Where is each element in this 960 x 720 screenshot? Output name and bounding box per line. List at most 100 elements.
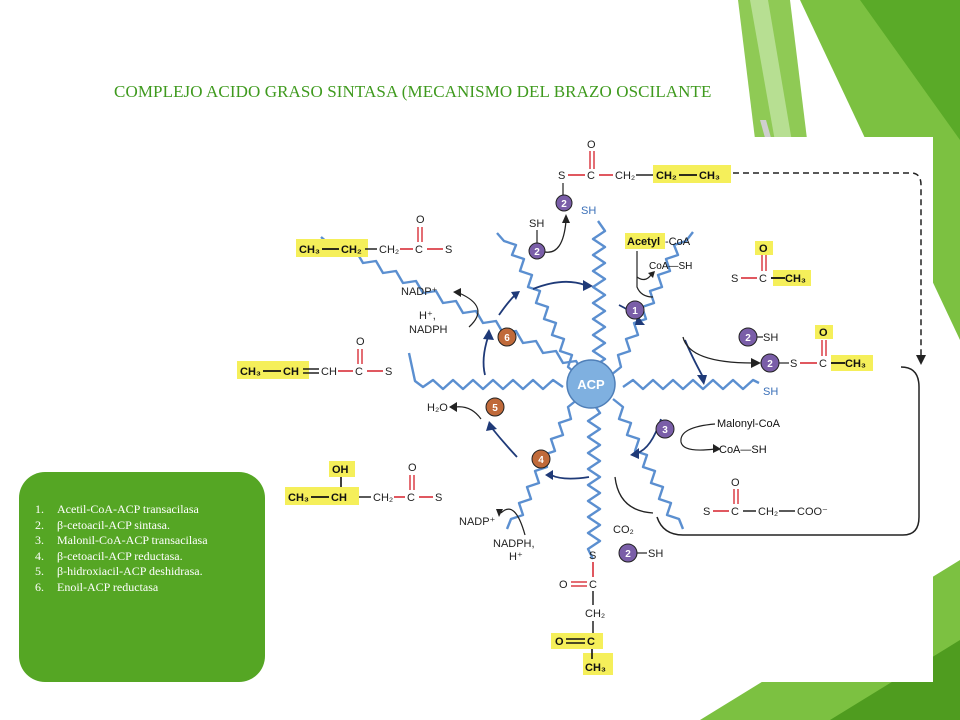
ketoacyl-c2-hl xyxy=(551,633,603,649)
transfer-arrow-up xyxy=(544,220,567,253)
acetyl-coa-sh: CoA—SH xyxy=(649,261,692,272)
malonyl-acp-coo: COO⁻ xyxy=(797,506,828,518)
acetyl-acp-s: S xyxy=(731,273,738,285)
enzyme-legend-list: 1.Acetil-CoA-ACP transacilasa 2. β-cetoac… xyxy=(35,502,259,595)
enoyl-red-arrow xyxy=(458,292,479,328)
butyryl-c: C xyxy=(415,244,423,256)
ketoacyl-o1: O xyxy=(559,579,568,591)
condensation-arrow xyxy=(614,476,654,514)
fatty-acid-synthase-diagram: ACP SH S C O CH₂ CH₂ CH₃ 2 SH 2 xyxy=(233,137,933,682)
legend-text: Acetil-CoA-ACP transacilasa xyxy=(57,502,199,516)
cycle-head-8 xyxy=(511,291,520,300)
malonyl-acp-s: S xyxy=(703,506,710,518)
legend-text: Enoil-ACP reductasa xyxy=(57,579,159,594)
acetyl-coa-release xyxy=(636,274,652,281)
reduction-arrow xyxy=(500,508,526,536)
butyryl-ch2a: CH₂ xyxy=(341,244,362,256)
enoyl-red-nadp: NADP⁺ xyxy=(401,286,438,298)
enoyl-ch: CH xyxy=(283,366,299,378)
legend-item: 1.Acetil-CoA-ACP transacilasa xyxy=(35,502,259,518)
cycle-head-6 xyxy=(486,421,497,431)
cycle-arrows xyxy=(482,280,704,480)
arm-bottom xyxy=(586,402,602,560)
enzyme-2-top xyxy=(555,194,573,212)
condensation-sh: SH xyxy=(648,548,663,560)
legend-text: β-cetoacil-ACP sintasa. xyxy=(57,517,170,532)
arm-top xyxy=(591,220,607,378)
enzyme-2-top-num: 2 xyxy=(561,199,567,210)
enoyl-ch-eq: CH xyxy=(321,366,337,378)
legend-num: 4. xyxy=(35,548,44,563)
cycle-head-3 xyxy=(697,375,707,385)
ketoacyl-ch3-hl xyxy=(583,653,613,675)
top-sh-label: SH xyxy=(581,205,596,217)
step-3-num: 3 xyxy=(662,425,668,436)
step-1-num: 1 xyxy=(632,306,638,317)
reduction-nadph: NADPH, xyxy=(493,538,535,550)
hydroxy-ch3: CH₃ xyxy=(288,492,309,504)
top-ch2: CH₂ xyxy=(615,170,635,182)
top-ch3-hl: CH₃ xyxy=(699,170,720,182)
transfer-arrowhead xyxy=(751,358,761,368)
hydroxy-ch2: CH₂ xyxy=(373,492,393,504)
arm-left xyxy=(407,352,564,391)
enzyme-2-right-a-num: 2 xyxy=(745,333,751,344)
dehydration-h2o: H₂O xyxy=(427,402,448,414)
cycle-arrow-bottom xyxy=(550,474,590,480)
enzyme-2-left-num: 2 xyxy=(534,247,540,258)
acp-arms xyxy=(320,220,760,560)
acetyl-label: Acetyl xyxy=(627,236,660,248)
transfer-c: C xyxy=(819,358,827,370)
enzyme2-sh-label: SH xyxy=(529,218,544,230)
legend-num: 2. xyxy=(35,517,44,532)
reduction-nadp: NADP⁺ xyxy=(459,516,496,528)
legend-num: 3. xyxy=(35,533,44,547)
top-o: O xyxy=(587,139,596,151)
right-arm-sh: SH xyxy=(763,386,778,398)
ketoacyl-c1: C xyxy=(589,579,597,591)
butyryl-hl xyxy=(296,239,368,257)
cycle-head-1 xyxy=(583,280,593,291)
reduction-h: H⁺ xyxy=(509,551,523,563)
legend-text: β-cetoacil-ACP reductasa. xyxy=(57,548,183,563)
slide-title: COMPLEJO ACIDO GRASO SINTASA (MECANISMO … xyxy=(114,82,712,101)
transfer-arrowhead-up xyxy=(562,214,570,223)
co2-label: CO₂ xyxy=(613,524,634,536)
legend-item: 4. β-cetoacil-ACP reductasa. xyxy=(35,549,259,565)
top-acyl-group: SH S C O CH₂ CH₂ CH₃ xyxy=(558,139,731,217)
acetyl-coa-rest: -CoA xyxy=(665,236,691,248)
cycle-head-7 xyxy=(483,329,494,340)
top-ch2-hl: CH₂ xyxy=(656,170,677,182)
cycle-head-4 xyxy=(630,448,639,459)
cycle-head-5 xyxy=(545,470,553,480)
hydroxy-s: S xyxy=(435,492,442,504)
cycle-arrow-top xyxy=(532,280,586,290)
transfer-o-hl xyxy=(815,325,833,339)
enoyl-red-arrowhead xyxy=(453,288,461,297)
hydroxy-oh: OH xyxy=(332,464,349,476)
enoyl-s: S xyxy=(385,366,392,378)
butyryl-ch3: CH₃ xyxy=(299,244,320,256)
legend-item: 2. β-cetoacil-ACP sintasa. xyxy=(35,518,259,534)
arm-right xyxy=(622,378,760,391)
enzyme-legend: 1.Acetil-CoA-ACP transacilasa 2. β-cetoac… xyxy=(19,472,265,682)
butyryl-o: O xyxy=(416,214,425,226)
butyryl-ch2b: CH₂ xyxy=(379,244,399,256)
transfer-sh: SH xyxy=(763,332,778,344)
malonyl-arrow xyxy=(680,423,716,451)
reduction-arrowhead xyxy=(496,509,503,517)
bg-stripe-3 xyxy=(860,0,960,140)
malonyl-arrowhead xyxy=(713,444,721,453)
acetyl-highlight xyxy=(625,233,665,249)
malonyl-coa-sh: CoA—SH xyxy=(719,444,767,456)
legend-text: β-hidroxiacil-ACP deshidrasa. xyxy=(57,564,203,578)
legend-item: 3.Malonil-CoA-ACP transacilasa xyxy=(35,533,259,549)
enoyl-o: O xyxy=(356,336,365,348)
legend-item: 6.Enoil-ACP reductasa xyxy=(35,580,259,596)
step-3-marker xyxy=(655,419,675,439)
acetyl-acp-o: O xyxy=(759,243,768,255)
enoyl-c: C xyxy=(355,366,363,378)
ketoacyl-c2: C xyxy=(587,636,595,648)
cycle-arrow-lower-right xyxy=(684,339,704,378)
legend-num: 5. xyxy=(35,564,44,578)
